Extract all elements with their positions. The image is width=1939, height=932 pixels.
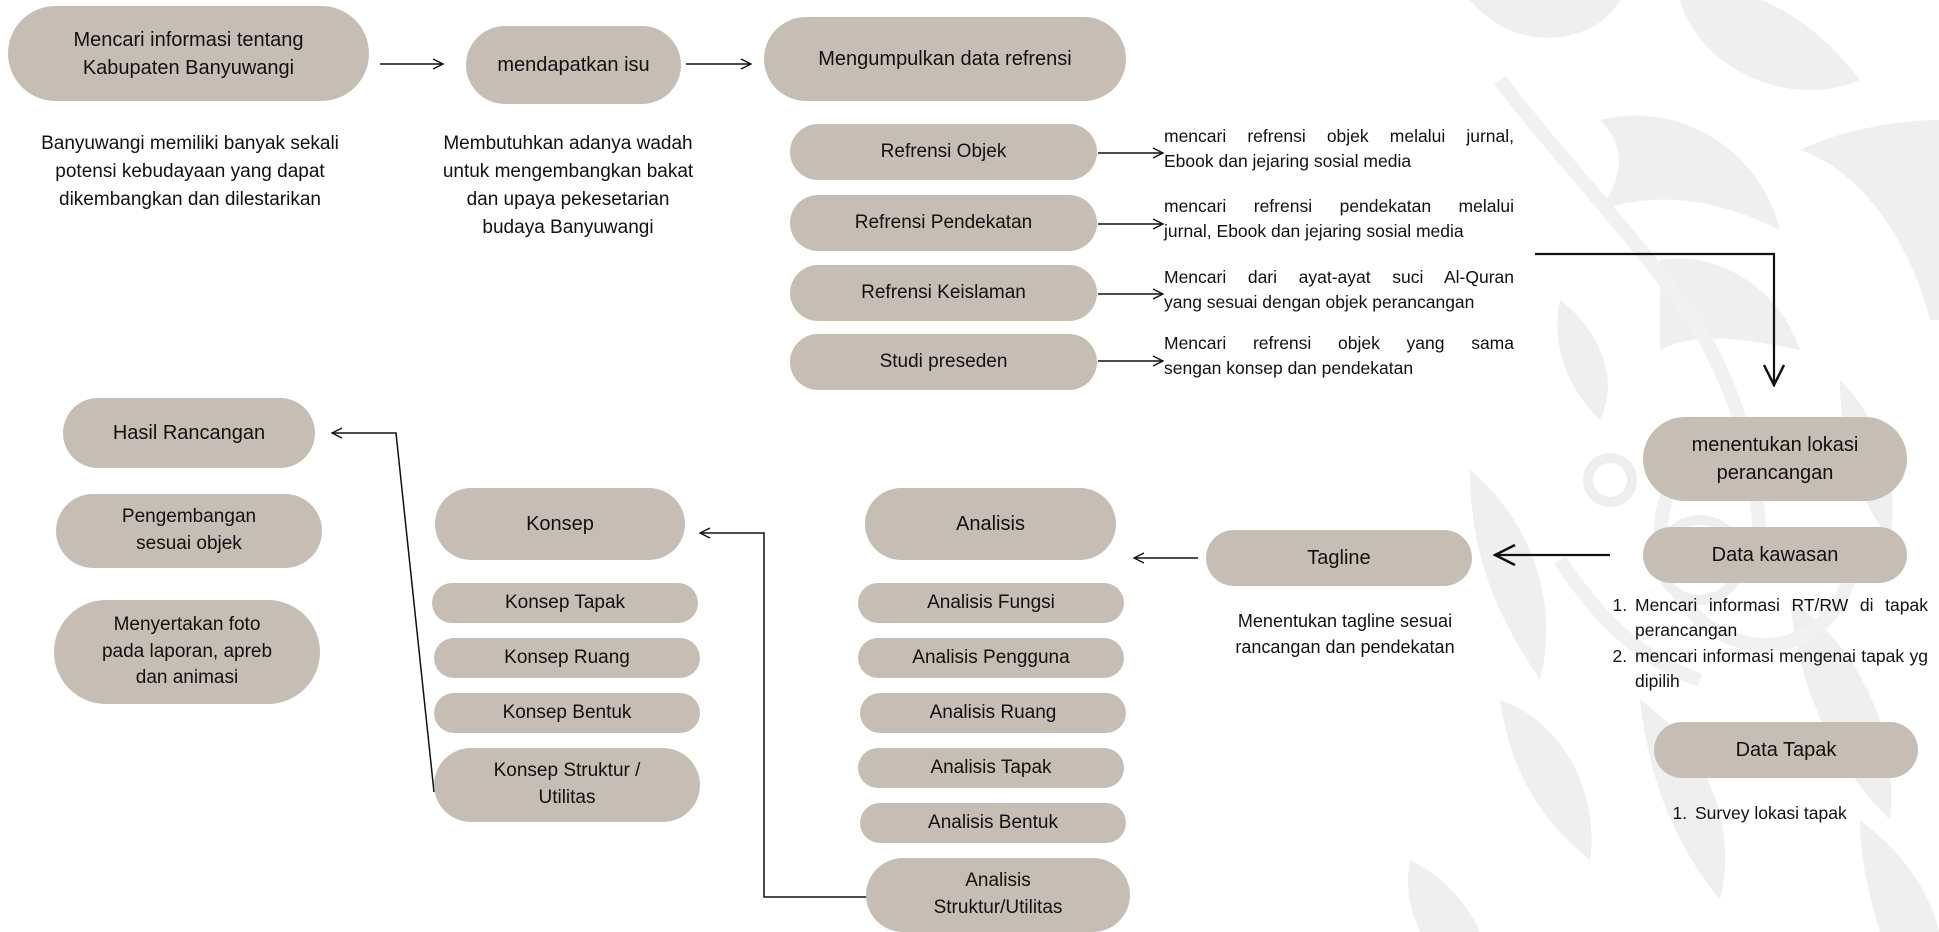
concept-item: Konsep Bentuk — [434, 693, 700, 733]
node-collect-reference: Mengumpulkan data refrensi — [764, 17, 1126, 101]
node-concept: Konsep — [435, 488, 685, 560]
tapak-list: Survey lokasi tapak — [1660, 801, 1900, 826]
kawasan-item: Mencari informasi RT/RW di tapak peranca… — [1632, 593, 1928, 644]
analysis-item: Analisis Bentuk — [860, 803, 1126, 843]
ref-approach: Refrensi Pendekatan — [790, 195, 1097, 251]
node-data-tapak: Data Tapak — [1654, 722, 1918, 778]
desc-search-info: Banyuwangi memiliki banyak sekali potens… — [41, 133, 339, 210]
node-tagline: Tagline — [1206, 530, 1472, 586]
result-item: Menyertakan foto pada laporan, apreb dan… — [54, 600, 320, 704]
tagline-desc: Menentukan tagline sesuai rancangan dan … — [1235, 611, 1455, 658]
desc-get-issue: Membutuhkan adanya wadah untuk mengemban… — [442, 133, 694, 238]
analysis-item: Analisis Fungsi — [858, 583, 1124, 623]
node-analysis: Analisis — [865, 488, 1116, 560]
ref-object: Refrensi Objek — [790, 124, 1097, 180]
kawasan-list: Mencari informasi RT/RW di tapak peranca… — [1600, 593, 1928, 695]
node-design-result: Hasil Rancangan — [63, 398, 315, 468]
tapak-item: Survey lokasi tapak — [1692, 801, 1900, 826]
ref-precedent: Studi preseden — [790, 334, 1097, 390]
kawasan-item: mencari informasi mengenai tapak yg dipi… — [1632, 644, 1928, 695]
ref-object-desc: mencari refrensi objek melalui jurnal,Eb… — [1164, 126, 1514, 172]
analysis-item: Analisis Struktur/Utilitas — [866, 858, 1130, 932]
ref-islamic: Refrensi Keislaman — [790, 265, 1097, 321]
node-data-kawasan: Data kawasan — [1643, 527, 1907, 583]
result-item: Pengembangan sesuai objek — [56, 494, 322, 568]
node-get-issue: mendapatkan isu — [466, 26, 681, 104]
concept-item: Konsep Struktur / Utilitas — [434, 748, 700, 822]
node-determine-location: menentukan lokasi perancangan — [1643, 417, 1907, 501]
analysis-item: Analisis Pengguna — [858, 638, 1124, 678]
concept-item: Konsep Tapak — [432, 583, 698, 623]
analysis-item: Analisis Tapak — [858, 748, 1124, 788]
analysis-item: Analisis Ruang — [860, 693, 1126, 733]
node-search-info: Mencari informasi tentang Kabupaten Bany… — [8, 6, 369, 101]
concept-item: Konsep Ruang — [434, 638, 700, 678]
